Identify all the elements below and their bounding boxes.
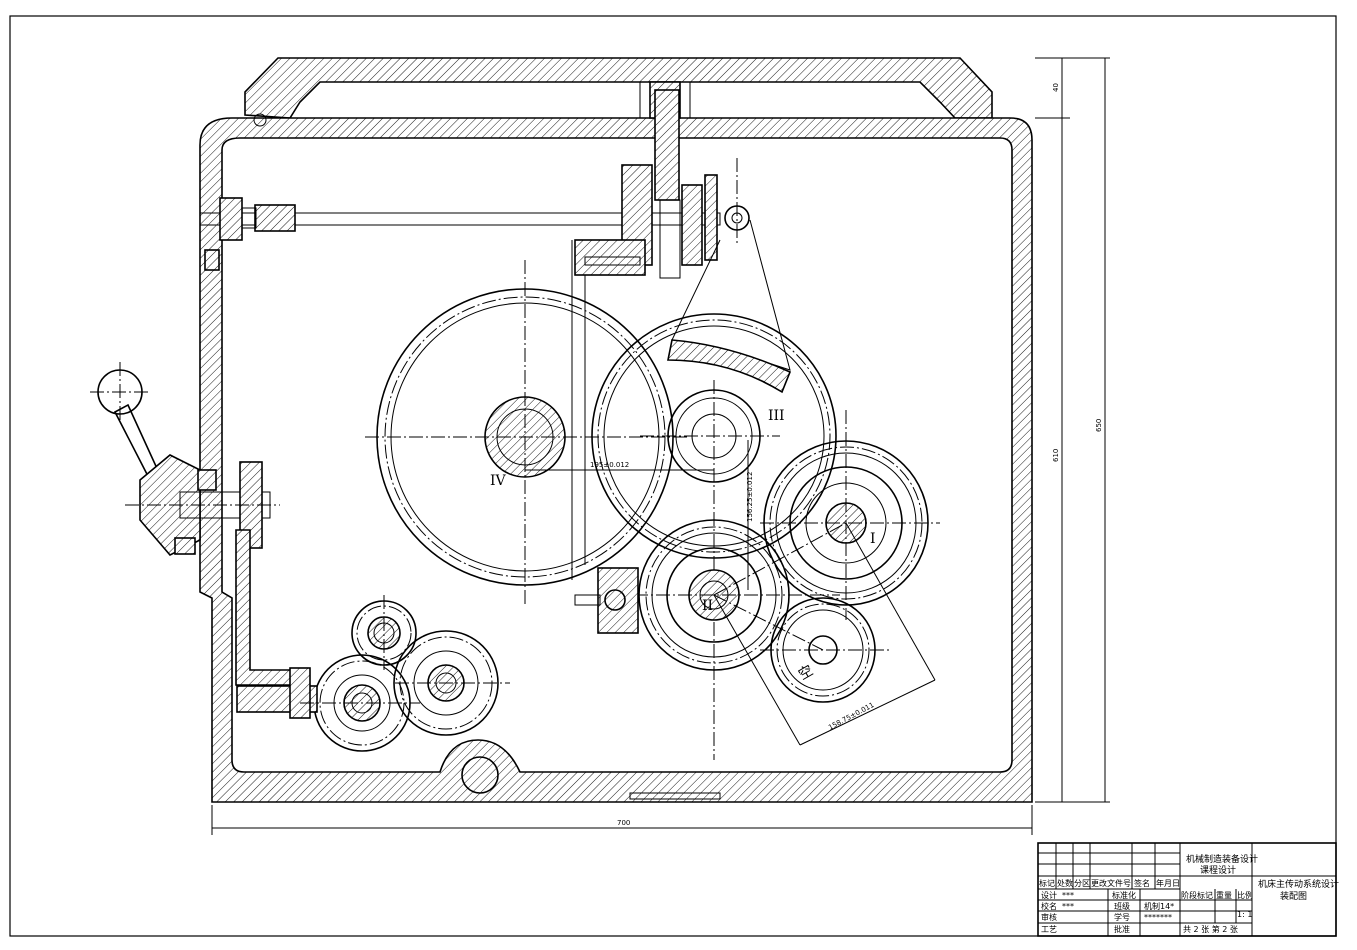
row-process-label: 工艺 — [1041, 925, 1057, 934]
row-design-field: 标准化 — [1112, 890, 1136, 900]
dim-top-thickness: 40 — [1052, 83, 1060, 92]
header-date: 年月日 — [1156, 878, 1180, 888]
row-design-name: *** — [1062, 891, 1074, 900]
row-school-value: 机制14* — [1144, 901, 1174, 911]
dim-width-overall: 700 — [617, 819, 630, 827]
row-school-name: *** — [1062, 902, 1074, 911]
dim-center-I-II: 158.75±0.011 — [827, 701, 875, 732]
label-shaft-IV: IV — [490, 473, 507, 489]
gear-shaft-I — [760, 410, 940, 620]
shift-handle — [90, 362, 301, 686]
gear-shaft-II — [574, 519, 840, 671]
sheet-info: 共 2 张 第 2 张 — [1183, 924, 1238, 934]
sheet-border — [9, 15, 1337, 937]
label-shaft-I: I — [870, 531, 876, 547]
label-idle-gear: 空 — [796, 663, 816, 684]
dim-center-III-IV: 195±0.012 — [590, 461, 629, 469]
row-review-value: ******* — [1144, 913, 1172, 922]
row-school-label: 校名 — [1041, 901, 1057, 911]
lower-left-gear-train — [236, 595, 510, 752]
gearbox-housing — [199, 57, 1033, 803]
title-block — [1037, 842, 1337, 937]
shift-rod-assembly — [199, 89, 792, 394]
dim-height-overall: 650 — [1095, 419, 1103, 432]
gear-shaft-III — [591, 313, 837, 760]
label-shaft-II: II — [702, 598, 713, 614]
title-course-sub: 课程设计 — [1200, 864, 1236, 876]
gear-shaft-IV — [365, 260, 690, 605]
title-course: 机械制造装备设计 — [1186, 853, 1258, 865]
row-school-field: 班级 — [1114, 901, 1130, 911]
header-change-doc: 更改文件号 — [1091, 878, 1131, 888]
header-zone: 分区 — [1074, 879, 1090, 888]
header-mark: 标记 — [1039, 878, 1055, 888]
row-review-label: 审核 — [1041, 912, 1057, 922]
weight-label: 重量 — [1216, 890, 1232, 900]
header-signature: 签名 — [1134, 878, 1150, 888]
dim-height-inner: 610 — [1052, 449, 1060, 462]
title-drawing-sub: 装配图 — [1280, 890, 1307, 902]
row-process-field: 批准 — [1114, 924, 1130, 934]
row-review-field: 学号 — [1114, 912, 1130, 922]
scale-value: 1: 1 — [1237, 910, 1252, 919]
dim-center-II-III: 156.25±0.012 — [746, 472, 754, 522]
row-design-label: 设计 — [1041, 890, 1057, 900]
label-shaft-III: III — [768, 408, 785, 424]
scale-label: 比例 — [1237, 890, 1253, 900]
idle-gear — [760, 597, 890, 703]
dimension-lines — [211, 57, 1110, 835]
header-count: 处数 — [1057, 878, 1073, 888]
title-drawing: 机床主传动系统设计 — [1258, 878, 1339, 890]
stage-label: 阶段标记 — [1181, 890, 1213, 900]
